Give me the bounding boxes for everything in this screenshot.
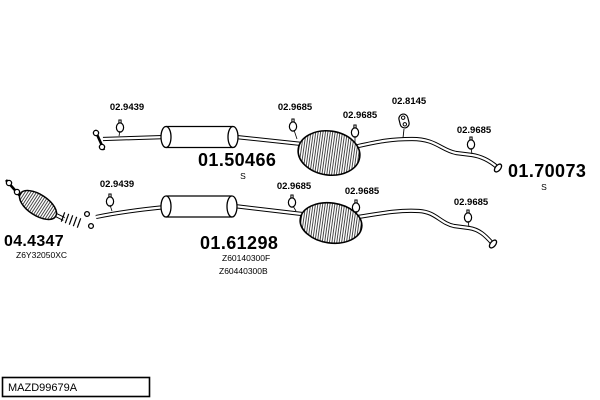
part-number-cat: 04.4347 [4, 233, 64, 250]
clamp-icon [288, 118, 298, 132]
resonator-top [160, 125, 239, 149]
tailpipe-end-bottom [488, 239, 498, 249]
flex-pipe [60, 212, 82, 228]
resonator-bottom [160, 195, 238, 218]
part-label-clamp-front-top: 02.9439 [110, 102, 144, 113]
catalytic-converter [18, 189, 58, 221]
part-label-hanger-top: 02.8145 [392, 96, 427, 107]
oem-code-muffler-1: Z60140300F [222, 253, 270, 263]
part-label-clamp-front-bottom: 02.9439 [100, 179, 134, 190]
part-label-clamp-mid-left-top: 02.9685 [278, 102, 313, 113]
clamp-icon [350, 124, 360, 138]
part-suffix-muffler-top: S [240, 171, 246, 181]
part-label-clamp-mid-left-bottom: 02.9685 [277, 181, 312, 192]
clamp-icon [287, 194, 297, 208]
flex-outlet-flange [83, 210, 95, 230]
top-system-pipes [102, 134, 499, 169]
clamp-icon [115, 119, 125, 133]
clamp-icon [351, 199, 361, 213]
part-label-clamp-mid-right-bottom: 02.9685 [345, 186, 380, 197]
part-number-muffler-bottom: 01.61298 [200, 233, 278, 253]
part-label-clamp-rear-top: 02.9685 [457, 125, 492, 136]
clamp-icon [105, 193, 115, 207]
hanger-icon [397, 112, 411, 130]
oem-code-cat: Z6Y32050XC [16, 250, 67, 260]
part-number-muffler-top: 01.50466 [198, 150, 276, 170]
clamp-icon [463, 209, 473, 223]
main-muffler-top [297, 129, 361, 177]
tailpipe-end-top [493, 163, 503, 173]
part-number-tailpipe-top: 01.70073 [508, 161, 586, 181]
front-flange-top [92, 129, 106, 151]
cat-inlet-flange [5, 179, 22, 198]
part-suffix-tailpipe-top: S [541, 182, 547, 192]
part-label-clamp-mid-right-top: 02.9685 [343, 110, 378, 121]
main-muffler-bottom [299, 201, 363, 245]
bottom-system-pipes [49, 203, 494, 245]
drawing-ref-code: MAZD99679A [8, 382, 78, 394]
oem-code-muffler-2: Z60440300B [219, 266, 268, 276]
title-block: MAZD99679A [1, 376, 151, 398]
part-label-clamp-rear-bottom: 02.9685 [454, 197, 489, 208]
clamp-icon [466, 136, 476, 150]
